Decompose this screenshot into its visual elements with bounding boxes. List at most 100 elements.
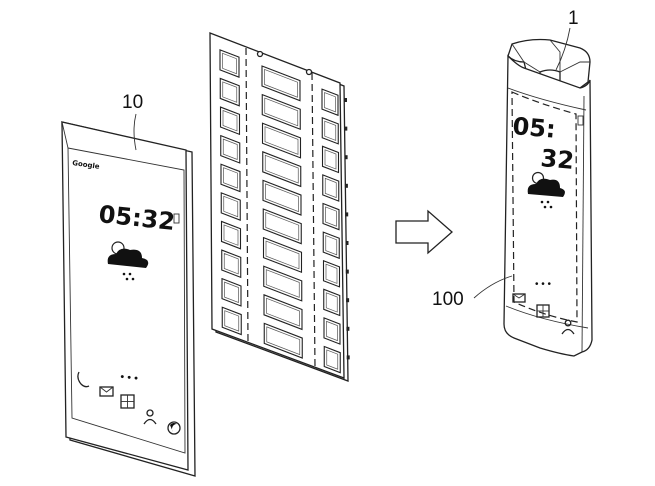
battery-cell-inset	[325, 206, 337, 227]
battery-cell-inset	[222, 52, 237, 75]
battery-cell	[322, 231, 340, 260]
battery-cell-inset	[264, 97, 299, 127]
side-pin	[345, 269, 349, 274]
battery-cell	[221, 306, 242, 336]
battery-cell	[263, 294, 303, 331]
battery-cell-inset	[224, 310, 240, 332]
flexible-display-region	[511, 91, 578, 323]
fold-line	[245, 47, 249, 343]
battery-cell	[323, 317, 341, 345]
side-pin	[345, 212, 349, 217]
weather-icon	[527, 171, 565, 209]
flat-display-bezel	[61, 121, 189, 471]
grid-icon	[120, 394, 135, 409]
battery-cell-inset	[223, 167, 238, 189]
battery-cell-inset	[222, 138, 238, 161]
battery-cell	[221, 277, 242, 307]
leader-100	[473, 275, 513, 299]
battery-cell-inset	[264, 154, 299, 184]
phone-icon	[77, 371, 90, 388]
battery-cell-inset	[265, 240, 300, 270]
side-pin	[346, 298, 350, 303]
battery-cell	[321, 145, 340, 174]
battery-cell	[321, 88, 339, 117]
battery-cell	[323, 345, 341, 374]
connector	[305, 68, 313, 76]
battery-cell-inset	[325, 235, 338, 256]
battery-cell-inset	[264, 126, 299, 155]
battery-cell-inset	[325, 292, 338, 313]
fold-line	[311, 72, 316, 368]
battery-icon	[173, 213, 180, 224]
device-body	[503, 54, 593, 357]
curved-device-clock-top: 05:	[511, 112, 556, 144]
battery-cell-inset	[326, 349, 339, 370]
battery-cell	[262, 208, 302, 245]
mail-icon	[512, 293, 526, 303]
curved-device: 05: 32 • • •	[473, 27, 593, 357]
flat-display-dots: • • •	[120, 371, 139, 385]
flat-display-brand: Google	[72, 159, 101, 171]
side-pin	[344, 183, 348, 188]
battery-cell-inset	[223, 195, 239, 218]
cell-panel	[209, 32, 350, 382]
side-pin	[345, 241, 349, 245]
cell-grid	[219, 49, 341, 374]
battery-cell-inset	[324, 120, 337, 141]
battery-cell-inset	[324, 177, 337, 199]
side-pin	[346, 355, 350, 360]
battery-cell	[262, 179, 302, 216]
battery-cell	[262, 236, 303, 274]
battery-cell	[220, 192, 241, 221]
transform-arrow	[395, 209, 453, 255]
battery-cell	[263, 265, 303, 302]
ref-label-device: 1	[568, 8, 579, 29]
battery-cell-inset	[224, 281, 239, 304]
battery-cell	[261, 93, 301, 131]
person-icon	[143, 409, 157, 425]
battery-cell-inset	[326, 320, 338, 342]
curved-device-clock-bottom: 32	[539, 144, 575, 175]
battery-cell	[221, 249, 242, 279]
battery-cell	[321, 116, 339, 145]
person-icon	[561, 319, 575, 335]
battery-cell-inset	[265, 269, 300, 298]
grid-icon	[536, 304, 550, 318]
battery-cell	[220, 134, 241, 164]
battery-cell	[261, 65, 301, 102]
battery-cell-inset	[223, 224, 239, 246]
side-pin	[344, 155, 348, 160]
side-pins	[344, 98, 350, 360]
weather-icon	[107, 241, 149, 281]
battery-cell-inset	[324, 149, 337, 170]
battery-cell	[220, 220, 242, 250]
mail-icon	[99, 386, 114, 397]
battery-cell	[219, 106, 241, 136]
battery-cell-inset	[266, 297, 300, 327]
battery-cell-inset	[265, 211, 300, 241]
battery-cell-inset	[223, 253, 239, 275]
battery-cell	[322, 174, 340, 202]
ref-label-display: 10	[122, 92, 143, 113]
flat-display-screen	[67, 147, 186, 454]
battery-cell	[322, 202, 340, 231]
battery-cell	[263, 322, 303, 359]
battery-cell	[322, 259, 341, 288]
side-pin	[344, 98, 347, 102]
battery-cell-inset	[265, 183, 299, 213]
curved-device-dots: • • •	[535, 279, 552, 290]
battery-cell-inset	[325, 263, 338, 284]
ref-label-flexible: 100	[432, 289, 464, 310]
battery-cell	[219, 77, 240, 107]
side-pin	[346, 326, 350, 331]
battery-cell	[323, 288, 341, 317]
battery-cell	[261, 122, 302, 159]
side-pin	[344, 126, 348, 131]
leader-10	[133, 113, 137, 151]
battery-cell	[219, 49, 240, 78]
battery-cell	[262, 151, 302, 188]
battery-icon	[577, 115, 584, 126]
battery-cell-inset	[264, 68, 298, 98]
battery-cell-inset	[324, 92, 336, 113]
